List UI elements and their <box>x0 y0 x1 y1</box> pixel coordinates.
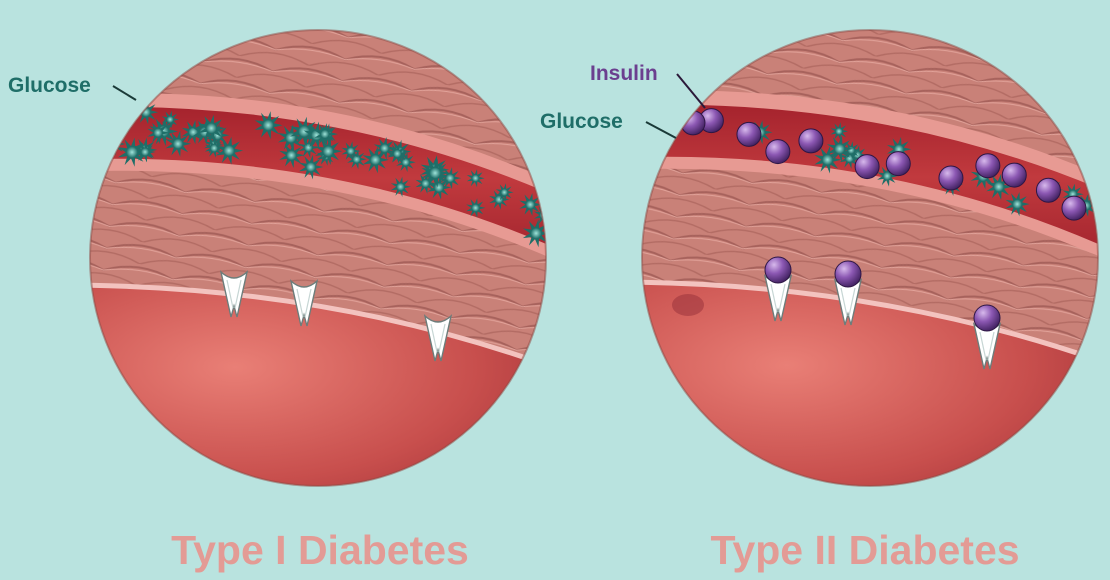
glucose-label: Glucose <box>8 74 91 97</box>
insulin-molecule-icon <box>976 154 1000 178</box>
glucose-pointer <box>646 122 676 138</box>
bound-insulin-icon <box>765 257 791 283</box>
insulin-molecule-icon <box>737 122 761 146</box>
insulin-molecule-icon <box>799 129 823 153</box>
glucose-label: Glucose <box>540 110 623 133</box>
insulin-molecule-icon <box>1062 196 1086 220</box>
bound-insulin-icon <box>835 261 861 287</box>
panel-type-1: Glucose <box>8 20 560 520</box>
insulin-molecule-icon <box>1002 163 1026 187</box>
insulin-molecule-icon <box>939 166 963 190</box>
insulin-molecule-icon <box>766 140 790 164</box>
glucose-molecule-icon <box>101 114 125 139</box>
bound-insulin-icon <box>974 305 1000 331</box>
glucose-pointer <box>113 86 136 100</box>
insulin-label: Insulin <box>590 62 658 85</box>
insulin-pointer <box>677 74 705 108</box>
panel-type-2: Insulin Glucose <box>540 20 1110 520</box>
insulin-molecule-icon <box>886 152 910 176</box>
insulin-molecule-icon <box>855 155 879 179</box>
type-1-title: Type I Diabetes <box>95 520 545 580</box>
type-2-title: Type II Diabetes <box>640 520 1090 580</box>
insulin-molecule-icon <box>1036 178 1060 202</box>
